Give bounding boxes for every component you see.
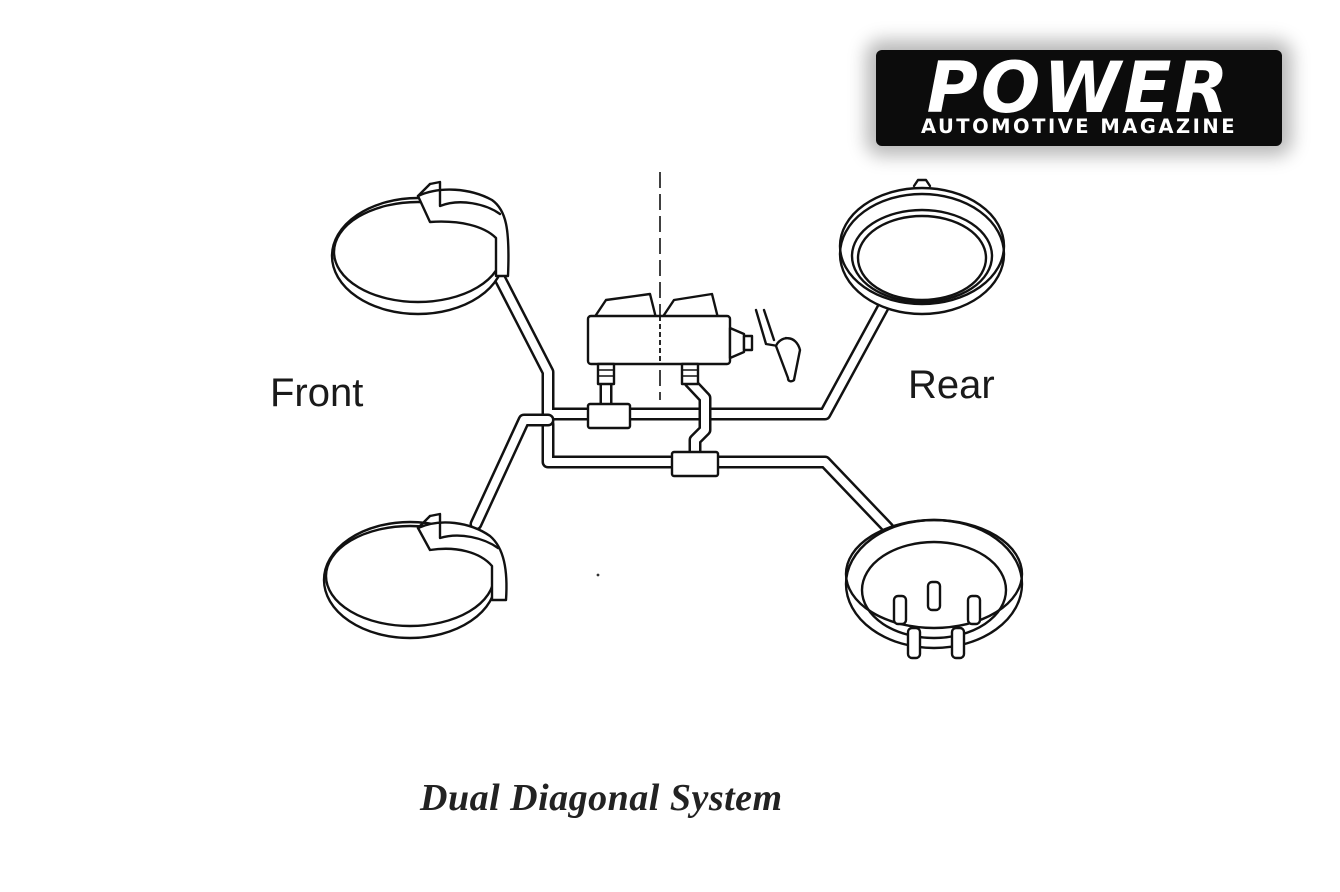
- rear-label: Rear: [908, 363, 995, 407]
- logo-sub-text: AUTOMOTIVE MAGAZINE: [920, 115, 1238, 138]
- master-cylinder: [586, 172, 754, 400]
- rear-right-lower-drum: [844, 518, 1024, 660]
- front-label: Front: [270, 371, 364, 415]
- logo-main-text: POWER: [926, 47, 1232, 129]
- brake-pedal: [754, 308, 802, 383]
- front-left-lower-disc: [322, 512, 508, 640]
- wheel-studs: [892, 580, 982, 660]
- front-left-upper-disc: [330, 180, 510, 316]
- rear-right-upper-drum: [838, 178, 1006, 316]
- power-magazine-logo: POWER AUTOMOTIVE MAGAZINE: [876, 50, 1282, 146]
- brake-lines: [469, 225, 918, 535]
- junction-blocks: [586, 402, 720, 478]
- diagram-caption: Dual Diagonal System: [420, 777, 783, 819]
